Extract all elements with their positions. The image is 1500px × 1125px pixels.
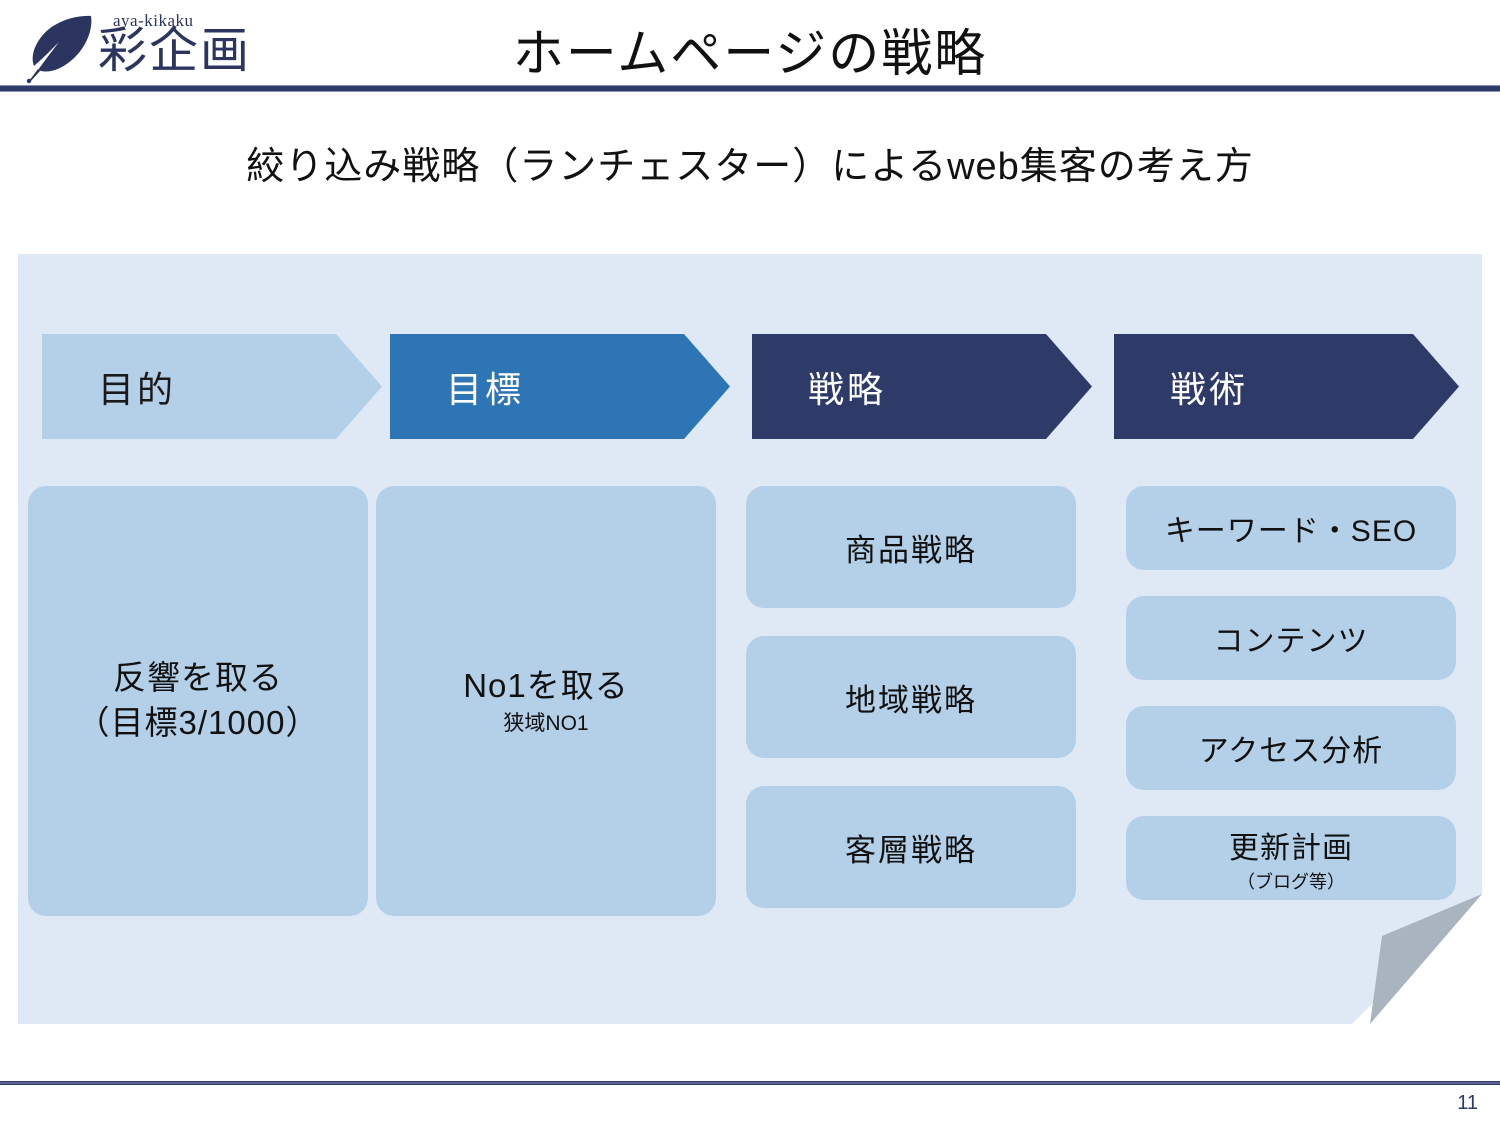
column-strategy: 商品戦略 地域戦略 客層戦略 (746, 486, 1076, 936)
footer-divider (0, 1081, 1500, 1085)
column-goal: No1を取る 狭域NO1 (376, 486, 716, 916)
item-line1: 客層戦略 (845, 832, 977, 868)
diagram-panel: 目的 目標 戦略 戦術 反響を取る （目標3/1000） No1を取る 狭域NO… (18, 254, 1482, 1024)
column-tactics: キーワード・SEO コンテンツ アクセス分析 更新計画 （ブログ等） (1126, 486, 1456, 926)
item-line1: 更新計画 (1229, 831, 1353, 865)
column-purpose: 反響を取る （目標3/1000） (28, 486, 368, 916)
stage-label: 戦略 (808, 368, 887, 410)
list-item[interactable]: 商品戦略 (746, 486, 1076, 608)
stage-chevron-purpose[interactable]: 目的 (42, 334, 382, 439)
list-item[interactable]: 更新計画 （ブログ等） (1126, 816, 1456, 900)
stage-chevron-tactics[interactable]: 戦術 (1114, 334, 1459, 439)
list-item[interactable]: コンテンツ (1126, 596, 1456, 680)
brand-jp-name: 彩企画 (98, 23, 252, 78)
item-line1: No1を取る (463, 666, 629, 704)
slide-subtitle: 絞り込み戦略（ランチェスター）によるweb集客の考え方 (246, 146, 1254, 188)
brand-latin-name: aya-kikaku (113, 11, 194, 30)
list-item[interactable]: 反響を取る （目標3/1000） (28, 486, 368, 916)
item-line1: アクセス分析 (1198, 735, 1384, 768)
item-line1: 商品戦略 (845, 532, 977, 568)
item-line1: 地域戦略 (845, 682, 977, 718)
page-title: ホームページの戦略 (512, 25, 988, 82)
stage-chevron-goal[interactable]: 目標 (390, 334, 730, 439)
stage-chevron-strategy[interactable]: 戦略 (752, 334, 1092, 439)
slide-header: aya-kikaku 彩企画 ホームページの戦略 (0, 0, 1500, 92)
quill-feather-icon (26, 15, 92, 84)
list-item[interactable]: No1を取る 狭域NO1 (376, 486, 716, 916)
item-line2: 狭域NO1 (503, 712, 589, 736)
list-item[interactable]: キーワード・SEO (1126, 486, 1456, 570)
brand-logo: aya-kikaku 彩企画 (18, 4, 298, 86)
stage-label: 目標 (446, 368, 525, 410)
stage-label: 戦術 (1170, 368, 1249, 410)
item-line1: キーワード・SEO (1164, 515, 1418, 548)
stage-label: 目的 (98, 368, 177, 410)
list-item[interactable]: アクセス分析 (1126, 706, 1456, 790)
list-item[interactable]: 客層戦略 (746, 786, 1076, 908)
item-line1: 反響を取る (113, 659, 283, 697)
item-line2: （目標3/1000） (76, 704, 320, 741)
item-line2: （ブログ等） (1237, 871, 1345, 892)
item-line1: コンテンツ (1213, 625, 1369, 658)
list-item[interactable]: 地域戦略 (746, 636, 1076, 758)
header-divider (0, 85, 1500, 92)
page-number: 11 (1457, 1092, 1478, 1114)
